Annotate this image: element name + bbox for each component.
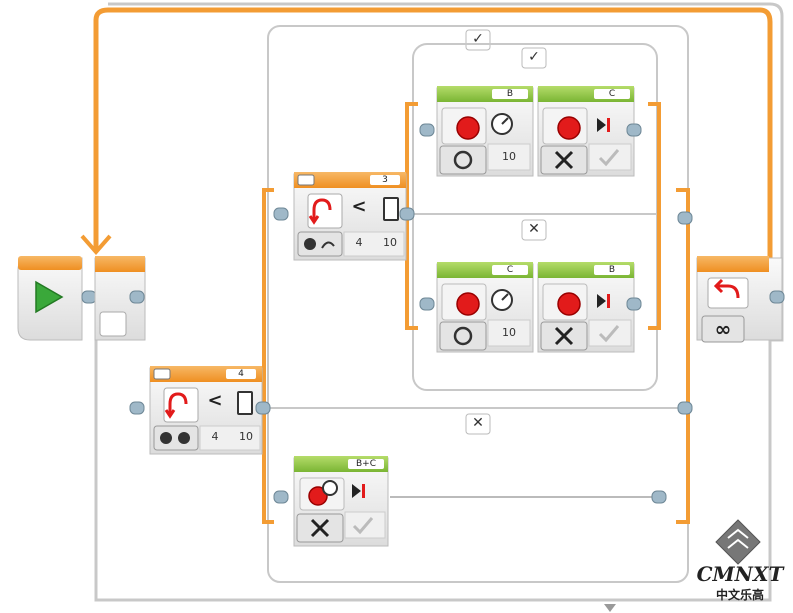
loop-arrow-icon [713, 278, 740, 299]
move-port-outer-false[interactable]: B+C [348, 459, 384, 469]
start-block[interactable] [17, 256, 97, 341]
outer-switch-port[interactable]: 4 [226, 369, 256, 379]
loop-mode-selector[interactable] [701, 315, 745, 343]
motor-block-inner-true-2[interactable] [537, 86, 642, 177]
motor-block-inner-false-1[interactable] [419, 262, 534, 353]
outer-switch-block[interactable] [129, 366, 271, 455]
outer-switch-compare-value[interactable]: 4 [211, 430, 219, 443]
play-triangle-icon [35, 280, 64, 314]
motor-power-inner-false-1[interactable]: 10 [502, 326, 516, 339]
loop-start-block[interactable] [94, 256, 146, 341]
inner-switch-compare-value[interactable]: 4 [355, 236, 363, 249]
motor-port-inner-true-2[interactable]: C [594, 89, 630, 99]
motor-block-inner-true-1[interactable] [419, 86, 534, 177]
outer-switch-true-tab[interactable]: ✓ [472, 31, 484, 47]
outer-switch-operator[interactable]: < [207, 390, 223, 411]
infinity-icon: ∞ [715, 317, 732, 341]
loop-frame[interactable] [80, 2, 784, 602]
motor-power-inner-true-1[interactable]: 10 [502, 150, 516, 163]
motor-port-inner-false-1[interactable]: C [492, 265, 528, 275]
outer-switch-false-tab[interactable]: ✕ [472, 415, 484, 431]
inner-switch-true-tab[interactable]: ✓ [528, 49, 540, 65]
watermark-brand: CMNXT [696, 562, 784, 586]
loop-end-block[interactable]: ∞ [696, 256, 785, 343]
inner-switch-port[interactable]: 3 [370, 175, 400, 185]
inner-switch-false-tab[interactable]: ✕ [528, 221, 540, 237]
move-block-outer-false[interactable] [273, 456, 667, 547]
watermark-logo-icon [715, 519, 761, 565]
motor-block-inner-false-2[interactable] [537, 262, 642, 353]
watermark-subtitle: 中文乐高 [715, 588, 764, 602]
scroll-indicator-icon [604, 604, 616, 612]
outer-switch-frame[interactable] [262, 25, 693, 583]
motor-port-inner-false-2[interactable]: B [594, 265, 630, 275]
inner-switch-threshold[interactable]: 10 [383, 236, 397, 249]
inner-switch-operator[interactable]: < [351, 196, 367, 217]
outer-switch-threshold[interactable]: 10 [239, 430, 253, 443]
motor-port-inner-true-1[interactable]: B [492, 89, 528, 99]
